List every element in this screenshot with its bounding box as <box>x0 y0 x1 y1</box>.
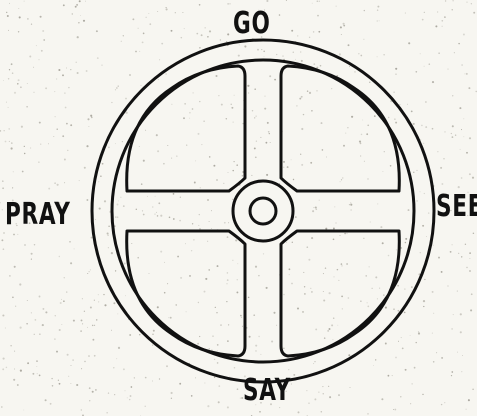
label-go: GO <box>233 9 271 39</box>
label-see: SEE <box>436 192 477 222</box>
quadrant-top-left <box>127 66 245 191</box>
label-say: SAY <box>243 376 291 406</box>
hub-outer <box>233 181 293 241</box>
label-pray: PRAY <box>5 200 71 230</box>
quadrant-top-right <box>281 66 399 191</box>
quadrant-bottom-right <box>281 231 399 356</box>
quadrant-bottom-left <box>127 231 245 356</box>
